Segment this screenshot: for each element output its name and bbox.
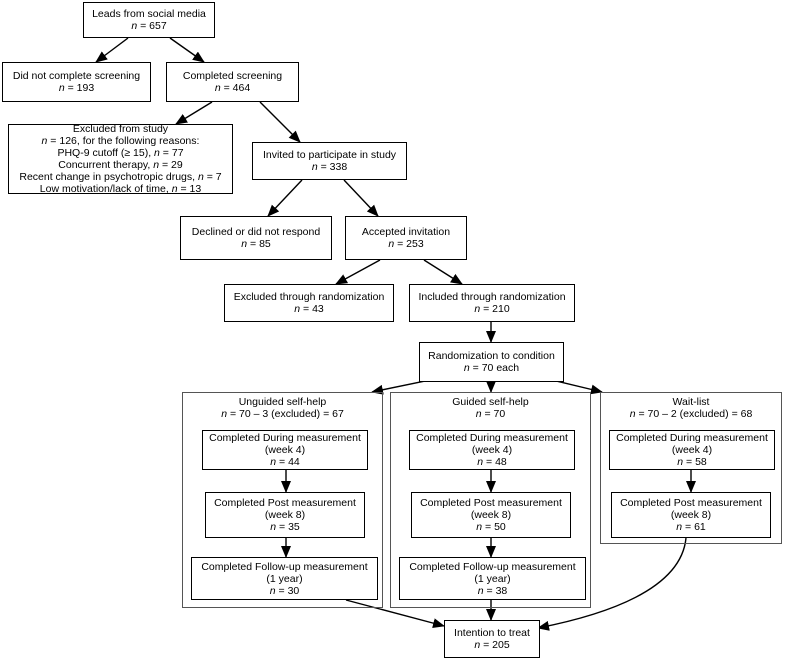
node-g2-during: Completed During measurement (week 4) n … — [409, 430, 575, 470]
group-waitlist: Wait-list n = 70 – 2 (excluded) = 68 — [600, 392, 782, 544]
arrow-g1-itt — [345, 599, 445, 629]
incl-rand-title: Included through randomization — [418, 291, 566, 303]
node-randomization: Randomization to condition n = 70 each — [419, 342, 564, 382]
leads-n: 657 — [149, 20, 167, 32]
invited-title: Invited to participate in study — [262, 149, 397, 161]
accepted-n: 253 — [406, 238, 424, 250]
group-guided: Guided self-help n = 70 — [390, 392, 591, 608]
itt-n: 205 — [492, 639, 510, 651]
declined-n: 85 — [259, 238, 271, 250]
leads-title: Leads from social media — [92, 8, 206, 20]
reason-row: Concurrent therapy, n = 29 — [58, 159, 183, 171]
node-excl-rand: Excluded through randomization n = 43 — [224, 284, 394, 322]
arrow-invited-accepted — [343, 179, 379, 217]
randomization-title: Randomization to condition — [428, 350, 555, 362]
group-guided-n: = 70 — [481, 408, 506, 420]
node-g2-follow: Completed Follow-up measurement (1 year)… — [399, 557, 586, 600]
arrow-completed-excluded — [175, 101, 213, 125]
group-waitlist-title: Wait-list — [672, 396, 710, 408]
node-incl-rand: Included through randomization n = 210 — [409, 284, 575, 322]
node-leads: Leads from social media n = 657 — [83, 2, 215, 38]
reason-row: Recent change in psychotropic drugs, n =… — [19, 171, 222, 183]
arrow-leads-notcompleted — [95, 37, 129, 63]
completed-n: 464 — [232, 82, 251, 94]
node-g2-post: Completed Post measurement (week 8) n = … — [411, 492, 571, 538]
itt-title: Intention to treat — [454, 627, 530, 639]
node-declined: Declined or did not respond n = 85 — [180, 216, 332, 260]
randomization-n: = 70 each — [469, 362, 520, 374]
arrow-leads-completed — [169, 37, 205, 63]
node-completed: Completed screening n = 464 — [166, 62, 299, 102]
node-g1-during: Completed During measurement (week 4) n … — [202, 430, 368, 470]
arrow-completed-invited — [259, 101, 301, 143]
arrow-accepted-exclrand — [335, 259, 381, 285]
node-g1-post: Completed Post measurement (week 8) n = … — [205, 492, 365, 538]
excl-rand-n: 43 — [312, 303, 324, 315]
not-completed-title: Did not complete screening — [12, 70, 141, 82]
reason-row: Low motivation/lack of time, n = 13 — [39, 183, 202, 195]
node-accepted: Accepted invitation n = 253 — [345, 216, 467, 260]
group-guided-title: Guided self-help — [452, 396, 529, 408]
invited-n: 338 — [329, 161, 348, 173]
arrow-invited-declined — [267, 179, 303, 217]
group-unguided-title: Unguided self-help — [238, 396, 327, 408]
arrow-random-unguided — [371, 379, 431, 395]
accepted-title: Accepted invitation — [361, 226, 451, 238]
node-excluded-study: Excluded from study n = 126, for the fol… — [8, 123, 233, 195]
excluded-study-title: Excluded from study — [72, 123, 169, 135]
node-invited: Invited to participate in study n = 338 — [252, 142, 407, 180]
incl-rand-n: 210 — [492, 303, 510, 315]
group-waitlist-n: = 70 – 2 (excluded) = 68 — [635, 408, 753, 420]
completed-title: Completed screening — [182, 70, 283, 82]
node-g1-follow: Completed Follow-up measurement (1 year)… — [191, 557, 378, 600]
group-unguided: Unguided self-help n = 70 – 3 (excluded)… — [182, 392, 383, 608]
arrow-g3-itt — [537, 537, 687, 631]
arrow-random-waitlist — [551, 379, 603, 395]
node-g3-during: Completed During measurement (week 4) n … — [609, 430, 775, 470]
reason-row: PHQ-9 cutoff (≥ 15), n = 77 — [57, 147, 184, 159]
excl-rand-title: Excluded through randomization — [233, 291, 385, 303]
not-completed-n: 193 — [76, 82, 95, 94]
node-not-completed: Did not complete screening n = 193 — [2, 62, 151, 102]
node-g3-post: Completed Post measurement (week 8) n = … — [611, 492, 771, 538]
arrow-accepted-inclrand — [423, 259, 463, 285]
declined-title: Declined or did not respond — [191, 226, 321, 238]
group-unguided-n: = 70 – 3 (excluded) = 67 — [227, 408, 344, 420]
node-itt: Intention to treat n = 205 — [444, 620, 540, 658]
